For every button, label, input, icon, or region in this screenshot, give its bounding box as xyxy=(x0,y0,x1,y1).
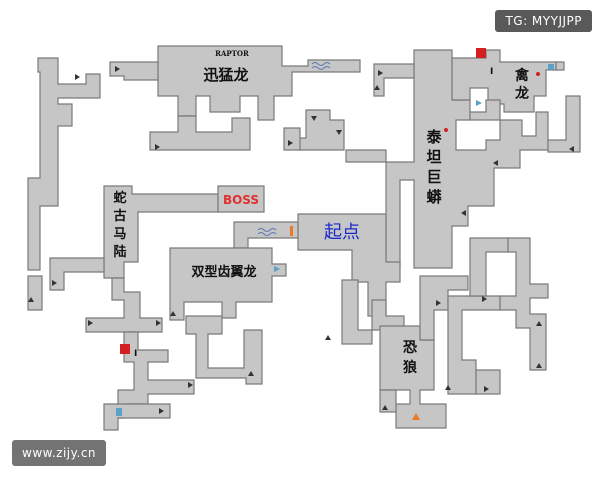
arrow-right-icon xyxy=(156,320,161,326)
raptor-east-branch xyxy=(297,109,345,151)
arrow-right-icon xyxy=(115,66,120,72)
arrow-right-icon xyxy=(436,300,441,306)
dilophosaurus-south-corridor xyxy=(185,315,263,385)
lower-left-corridor xyxy=(117,331,195,419)
orange-triangle-icon xyxy=(412,413,420,420)
site-watermark: www.zijy.cn xyxy=(12,440,107,466)
arrow-down-icon xyxy=(311,116,317,121)
corridor-left-stub xyxy=(27,275,43,311)
snake-neck-left-corridor xyxy=(49,257,105,291)
oviraptor-right-corridor xyxy=(555,61,565,71)
snake-neck-label-3: 马 xyxy=(113,227,126,242)
arrow-up-icon xyxy=(28,297,34,302)
arrow-right-icon xyxy=(88,320,93,326)
arrow-up-icon xyxy=(382,405,388,410)
arrow-down-icon xyxy=(336,130,342,135)
titanoboa-label-3: 巨 xyxy=(426,168,441,186)
right-loop xyxy=(499,237,549,371)
raptor-hall xyxy=(157,45,361,121)
start-label: 起点 xyxy=(324,222,360,243)
arrow-right-icon xyxy=(482,296,487,302)
raptor-subtitle: RAPTOR xyxy=(215,49,249,58)
dire-wolf-left-corridor xyxy=(379,389,397,413)
wave-icon xyxy=(257,228,277,236)
right-branch xyxy=(469,99,501,121)
cyan-marker-icon xyxy=(116,408,122,416)
titanoboa-top-connector xyxy=(373,63,415,97)
svg-text:I: I xyxy=(134,349,137,359)
arrow-left-icon xyxy=(461,210,466,216)
arrow-up-icon xyxy=(445,385,451,390)
cyan-marker-icon xyxy=(476,100,482,106)
arrow-right-icon xyxy=(378,70,383,76)
arrow-right-icon xyxy=(155,144,160,150)
bottom-left-corridor xyxy=(103,403,171,431)
dilophosaurus-label: 双型齿翼龙 xyxy=(191,264,256,280)
wave-icon xyxy=(311,62,331,70)
warning-marker-icon: I xyxy=(476,48,493,77)
red-spot-icon xyxy=(444,128,448,132)
warning-marker-icon: I xyxy=(120,344,137,359)
boss-room xyxy=(217,185,265,213)
snake-neck-label-4: 陆 xyxy=(113,244,126,260)
arrow-up-icon xyxy=(374,85,380,90)
bottom-right-corridor xyxy=(475,369,501,395)
arrow-right-icon xyxy=(188,382,193,388)
arrow-left-icon xyxy=(569,146,574,152)
cyan-marker-icon xyxy=(274,266,280,272)
raptor-label: 迅猛龙 xyxy=(203,66,248,84)
arrow-right-icon xyxy=(288,140,293,146)
raptor-right-pocket xyxy=(283,127,301,151)
arrow-left-icon xyxy=(493,160,498,166)
mid-left-corridor xyxy=(85,277,163,333)
arrow-up-icon xyxy=(536,321,542,326)
arrow-right-icon xyxy=(52,280,57,286)
corridor-top-left xyxy=(27,57,101,271)
snake-neck-label-1: 蛇 xyxy=(113,190,126,206)
tg-watermark: TG: MYYJJPP xyxy=(495,10,592,32)
svg-text:I: I xyxy=(490,67,493,77)
raptor-left-corridor xyxy=(109,61,159,81)
oviraptor-label-1: 禽 xyxy=(514,67,530,84)
dilophosaurus-room xyxy=(169,247,287,321)
arrow-up-icon xyxy=(170,311,176,316)
door-icon xyxy=(290,226,293,236)
titanoboa-west-corridor xyxy=(345,149,387,163)
red-spot-icon xyxy=(536,72,540,76)
arrow-up-icon xyxy=(536,363,542,368)
right-column xyxy=(469,237,509,297)
titanoboa-label-2: 坦 xyxy=(426,148,441,166)
center-link xyxy=(371,299,405,331)
arrow-right-icon xyxy=(159,408,164,414)
titanoboa-label-4: 蟒 xyxy=(426,188,442,206)
boss-label: BOSS xyxy=(223,193,259,207)
dire-wolf-label-2: 狼 xyxy=(403,359,418,376)
arrow-right-icon xyxy=(484,386,489,392)
raptor-south-corridor xyxy=(149,115,251,151)
oviraptor-label-2: 龙 xyxy=(514,85,529,102)
snake-neck-label-2: 古 xyxy=(113,208,126,224)
oviraptor-room xyxy=(451,49,557,113)
arrow-up-icon xyxy=(325,335,331,340)
far-right-corridor xyxy=(547,95,581,153)
arrow-up-icon xyxy=(248,371,254,376)
dire-wolf-label-1: 恐 xyxy=(403,340,417,356)
titanoboa-label-1: 泰 xyxy=(425,128,442,146)
cyan-marker-icon xyxy=(548,64,554,70)
arrow-right-icon xyxy=(75,74,80,80)
